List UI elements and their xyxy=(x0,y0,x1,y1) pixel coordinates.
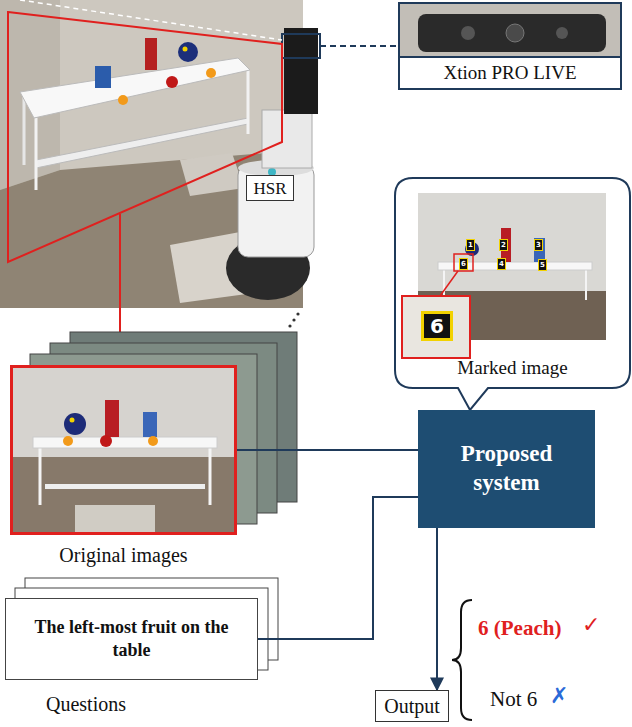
image-wall xyxy=(10,365,237,457)
image-red-can xyxy=(105,400,119,437)
image-frame: Original images xyxy=(10,365,237,535)
marked-leg xyxy=(585,270,587,300)
marker-number: 3 xyxy=(534,239,543,251)
floor-mat xyxy=(180,153,244,196)
camera-body xyxy=(418,14,606,52)
process-box: Proposed system xyxy=(418,410,595,528)
camera-lens xyxy=(506,24,524,42)
marked-image-bubble: Marked image xyxy=(395,178,630,388)
camera-photo xyxy=(400,4,620,58)
marker-number: 1 xyxy=(466,239,475,251)
node-text: HSR xyxy=(253,180,286,197)
connector xyxy=(436,528,438,690)
image-fruit xyxy=(100,435,112,447)
red-can xyxy=(145,38,157,70)
table-leg xyxy=(23,96,26,165)
image-fruit xyxy=(148,436,158,446)
image-floor xyxy=(10,457,237,535)
correct-answer: 6 (Peach) xyxy=(478,616,561,641)
fruit xyxy=(118,95,128,105)
output-box: Output xyxy=(375,690,449,722)
robot-neck xyxy=(262,110,312,168)
node-text: Original images xyxy=(10,544,237,566)
ellipsis-dot xyxy=(288,324,291,327)
camera-leader xyxy=(320,45,398,47)
robot-head xyxy=(284,28,318,114)
node-text: Output xyxy=(384,696,440,716)
image-shelf xyxy=(45,484,205,489)
table-leg xyxy=(35,118,38,190)
speech-bubble xyxy=(395,178,630,410)
zoom-leader xyxy=(440,271,458,296)
marker-number: 6 xyxy=(459,258,468,270)
connector xyxy=(237,449,418,451)
view-line xyxy=(20,0,282,40)
node-caption: Questions xyxy=(46,693,126,715)
image-fruit xyxy=(63,436,73,446)
fruit xyxy=(166,76,178,88)
camera-lens xyxy=(556,27,568,39)
node-text: Xtion PRO LIVE xyxy=(400,56,620,88)
node-text: Proposed system xyxy=(430,440,583,498)
node-text: Marked image xyxy=(395,358,630,379)
wrong-answer: Not 6 xyxy=(490,687,537,712)
zoomed-marker: 6 xyxy=(421,311,453,341)
ball-dot xyxy=(183,47,188,52)
robot-label: HSR xyxy=(246,175,294,201)
image-blue-can xyxy=(143,412,157,437)
marker-number: 2 xyxy=(499,239,508,251)
marker-number: 5 xyxy=(538,259,547,271)
zoom-inset xyxy=(402,296,470,358)
marker-number: 4 xyxy=(497,258,506,270)
image-leg xyxy=(209,448,212,505)
camera-panel: Xtion PRO LIVE xyxy=(398,2,622,90)
connector xyxy=(258,497,418,639)
ball xyxy=(178,42,198,62)
brace xyxy=(452,600,472,720)
table-top xyxy=(20,58,250,118)
view-frame xyxy=(8,12,282,262)
blue-can xyxy=(95,66,111,88)
check-mark: ✓ xyxy=(582,612,600,637)
fruit xyxy=(206,68,216,78)
zoom-source xyxy=(454,254,473,271)
image-leg xyxy=(39,448,42,505)
image-ball xyxy=(64,413,86,435)
node-text: The left-most fruit on the table xyxy=(18,616,245,663)
table-shelf xyxy=(36,118,248,168)
table-leg xyxy=(247,70,250,134)
question-card: The left-most fruit on the tableQuestion… xyxy=(5,598,258,680)
camera-lens xyxy=(461,26,475,40)
ellipsis-dot xyxy=(296,312,299,315)
cross-mark: ✗ xyxy=(550,683,568,708)
image-mat xyxy=(75,505,155,535)
image-table xyxy=(33,437,217,448)
ball-dot xyxy=(70,418,75,423)
ellipsis-dot xyxy=(292,318,295,321)
marked-wall xyxy=(418,193,606,291)
robot-body xyxy=(238,165,314,257)
camera-highlight xyxy=(282,34,320,58)
